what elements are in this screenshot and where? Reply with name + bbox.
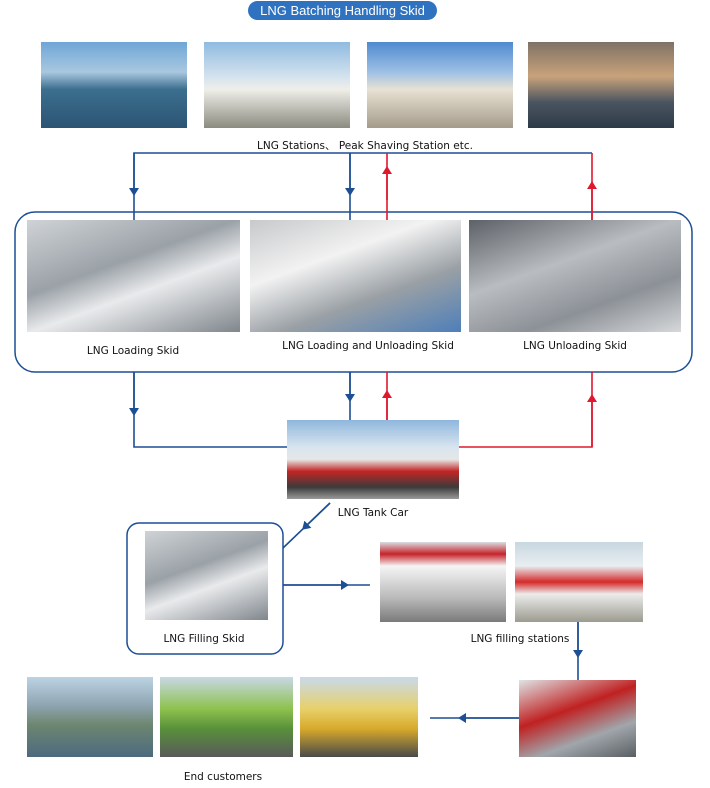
loading-unloading-skid-photo	[250, 220, 461, 332]
unloading-skid-photo	[469, 220, 681, 332]
filling-station-photo-2	[515, 542, 643, 622]
lng-terminal-photo	[41, 42, 187, 128]
tank-car-label: LNG Tank Car	[337, 507, 409, 519]
loading-skid-photo	[27, 220, 240, 332]
filling-skid-frame	[126, 522, 284, 655]
filling-skid-photo	[145, 531, 268, 620]
fueling-worker-photo	[519, 680, 636, 757]
filling-stations-label: LNG filling stations	[470, 633, 570, 645]
end-customers-label: End customers	[183, 771, 263, 783]
unloading-skid-label: LNG Unloading Skid	[523, 340, 627, 352]
port-cranes-photo	[528, 42, 674, 128]
filling-skid-label: LNG Filling Skid	[163, 633, 245, 645]
filling-station-photo-1	[380, 542, 506, 622]
tank-car-photo	[287, 420, 459, 499]
lng-storage-tank-photo	[204, 42, 350, 128]
sources-caption: LNG Stations、 Peak Shaving Station etc.	[257, 140, 473, 152]
title-badge: LNG Batching Handling Skid	[248, 1, 437, 20]
buses-photo	[160, 677, 293, 757]
loading-unloading-skid-label: LNG Loading and Unloading Skid	[282, 340, 454, 352]
lng-dome-tanks-photo	[367, 42, 513, 128]
loading-skid-label: LNG Loading Skid	[86, 345, 180, 357]
skids-group-frame	[14, 211, 693, 373]
taxi-photo	[300, 677, 418, 757]
city-photo	[27, 677, 153, 757]
